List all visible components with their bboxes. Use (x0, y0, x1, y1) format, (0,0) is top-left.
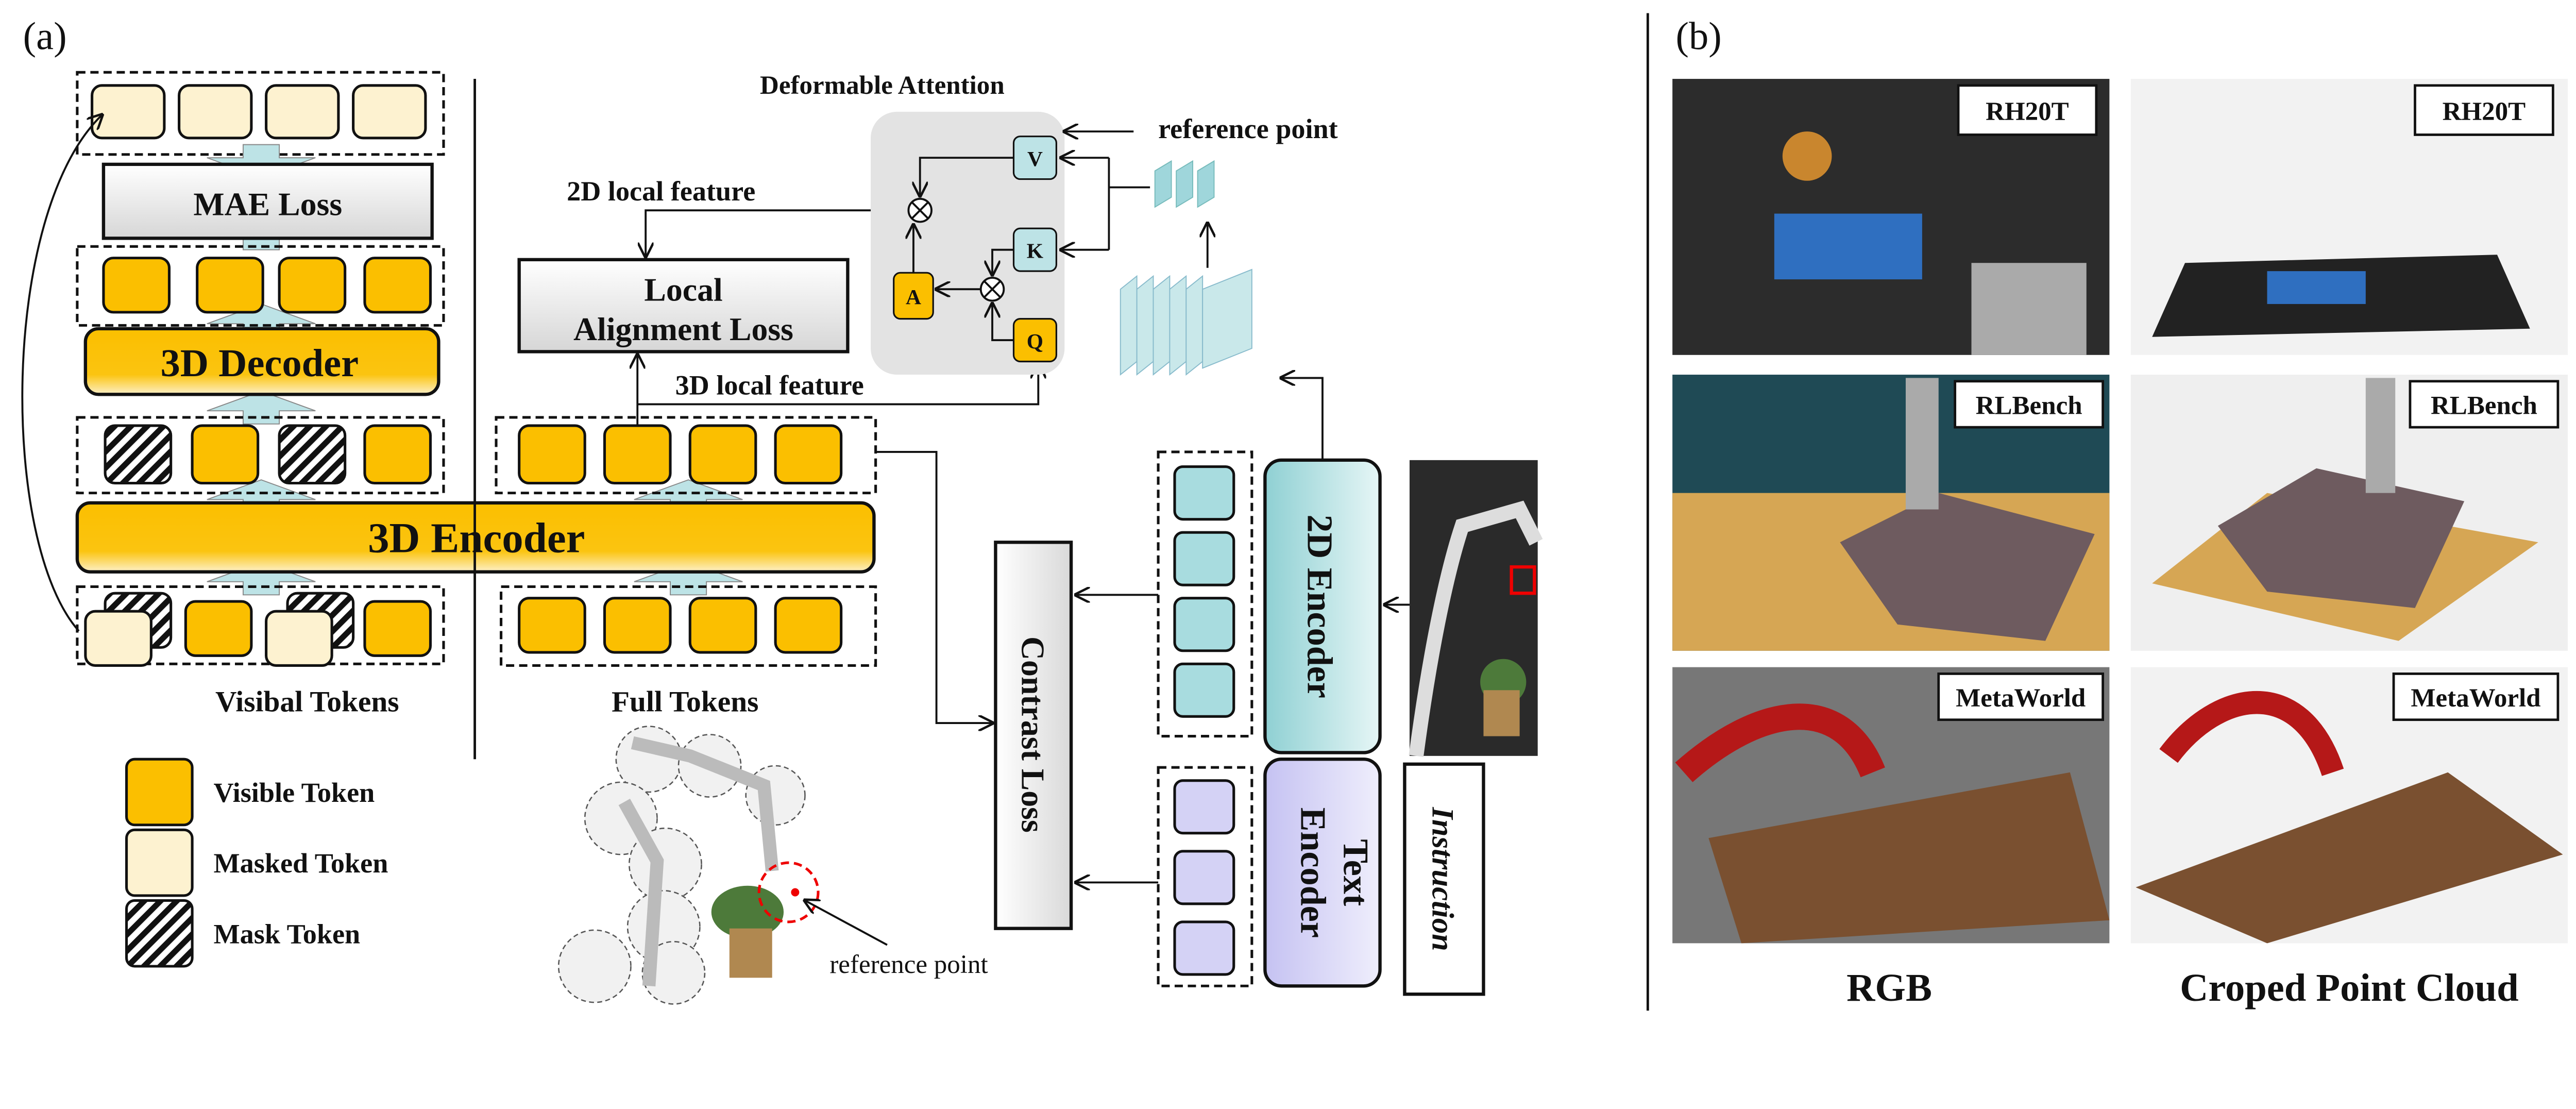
text-encoder-line1: Text (1335, 839, 1376, 906)
mae-loss-label: MAE Loss (193, 186, 342, 223)
panel-a-label: (a) (23, 14, 67, 58)
decoder-input-group (76, 416, 445, 495)
legend-visible-label: Visible Token (214, 777, 375, 808)
multiply-icon (907, 197, 1005, 302)
attention-v: V (1012, 136, 1057, 180)
legend-masked-label: Masked Token (214, 848, 388, 879)
skip-arrow (21, 115, 101, 632)
svg-text:A: A (906, 285, 921, 309)
decoder-input-tokens (104, 424, 432, 485)
3d-decoder-box (83, 327, 440, 396)
decoded-token-row (102, 257, 432, 314)
masked-token-row (91, 84, 427, 140)
3d-encoder-label: 3D Encoder (368, 514, 585, 561)
text-token-group (1157, 766, 1253, 987)
legend-masked-swatch (125, 828, 194, 897)
rlbench-pc-label: RLBench (2431, 392, 2537, 421)
legend-visible-swatch (125, 758, 194, 827)
contrast-loss-label: Contrast Loss (1014, 636, 1051, 833)
reference-point-label-bottom: reference point (829, 950, 988, 979)
robot-camera-image (1409, 460, 1543, 757)
rgb-column-label: RGB (1846, 966, 1932, 1010)
full-token-output-row (518, 424, 843, 485)
local-alignment-loss-box (517, 258, 850, 354)
rlbench-pc-tag (2409, 380, 2560, 429)
attention-q: Q (1012, 318, 1057, 363)
text-encoder-box (1263, 758, 1382, 988)
attention-a: A (893, 272, 934, 320)
legend-mask-label: Mask Token (214, 918, 361, 949)
deformable-attention-title: Deformable Attention (760, 71, 1005, 100)
2d-feature-arrow (646, 209, 912, 256)
legend: Visible Token Masked Token Mask Token (125, 758, 388, 968)
3d-to-contrast-arrow (875, 450, 992, 723)
panel-b-label: (b) (1676, 14, 1722, 58)
2d-tokens (1173, 465, 1235, 718)
local-alignment-loss-line1: Local (644, 272, 722, 308)
text-encoder-line2: Encoder (1293, 808, 1333, 938)
local-alignment-loss-line2: Alignment Loss (573, 311, 793, 347)
visibal-token-group (76, 585, 445, 665)
attention-arrows (913, 131, 1324, 460)
legend-mask-swatch (125, 899, 194, 968)
small-feature-maps (1154, 160, 1215, 208)
metaworld-pc-label: MetaWorld (2411, 684, 2540, 713)
rh20t-pc-tag (2414, 84, 2554, 136)
3d-to-q-arrow (637, 365, 1038, 406)
point-cloud-image (557, 726, 888, 1005)
feature-pyramid (1120, 268, 1252, 376)
2d-encoder-box (1263, 458, 1382, 754)
3d-decoder-label: 3D Decoder (161, 341, 359, 385)
3d-local-feature-label: 3D local feature (675, 369, 864, 400)
rh20t-rgb-label: RH20T (1986, 97, 2069, 126)
rh20t-rgb-tag (1957, 84, 2098, 136)
metaworld-pc-tag (2392, 673, 2560, 721)
rlbench-rgb-label: RLBench (1976, 392, 2082, 421)
rlbench-rgb-tag (1954, 380, 2105, 429)
metaworld-rgb-tag (1937, 673, 2105, 721)
svg-text:V: V (1027, 147, 1043, 171)
full-token-input-row (518, 597, 843, 654)
instruction-label: Instruction (1426, 806, 1460, 951)
full-token-input-group (500, 585, 877, 667)
svg-text:K: K (1027, 239, 1043, 263)
visibal-tokens (84, 592, 432, 667)
text-tokens (1173, 779, 1235, 976)
contrast-loss-box (994, 541, 1073, 930)
visibal-tokens-label: Visibal Tokens (215, 686, 399, 718)
svg-text:Q: Q (1027, 329, 1043, 353)
2d-token-group (1157, 450, 1253, 738)
point-cloud-column-label: Croped Point Cloud (2180, 966, 2519, 1010)
2d-local-feature-label: 2D local feature (567, 176, 755, 207)
attention-k: K (1012, 227, 1057, 272)
reference-point-label-top: reference point (1158, 113, 1338, 144)
mae-loss-box (101, 162, 434, 240)
instruction-box (1403, 762, 1485, 996)
rh20t-pc-label: RH20T (2443, 97, 2526, 126)
full-tokens-label: Full Tokens (612, 686, 758, 718)
2d-encoder-label: 2D Encoder (1299, 514, 1340, 698)
full-token-output-group (495, 416, 877, 495)
metaworld-rgb-label: MetaWorld (1956, 684, 2086, 713)
figure: (a) MAE Loss 3D Decoder 3D Encoder Visib… (21, 13, 2568, 1011)
